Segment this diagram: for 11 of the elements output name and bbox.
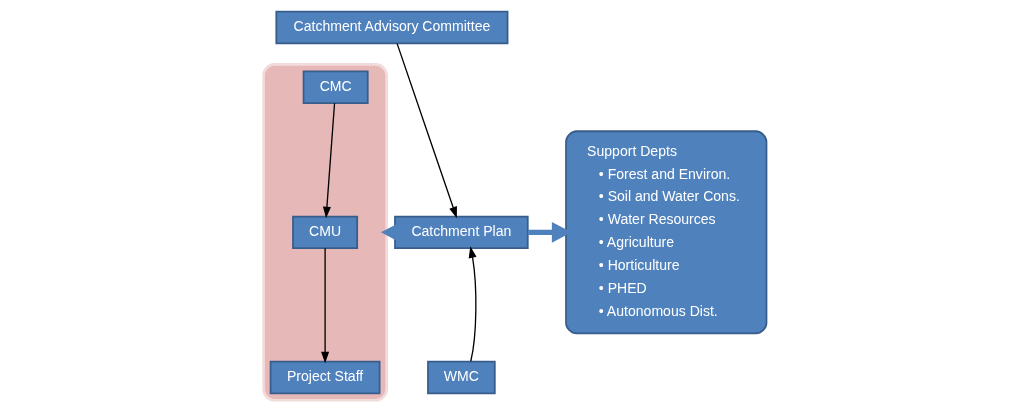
node-box: Project Staff (269, 360, 381, 395)
node-box: Support Depts • Forest and Environ. • Soil and Water Cons. • Water Resources • Agriculture • Horticulture • PHED • Autonomous Dist. (565, 130, 768, 335)
cluster (262, 63, 388, 402)
node-box: WMC (427, 360, 496, 395)
node-box: CMU (292, 215, 359, 250)
arrow (468, 246, 477, 362)
node-box: Catchment Advisory Committee (275, 10, 509, 45)
node-box: CMC (302, 70, 369, 104)
arrow (322, 102, 336, 219)
arrow (396, 43, 457, 219)
arrow (321, 247, 330, 364)
